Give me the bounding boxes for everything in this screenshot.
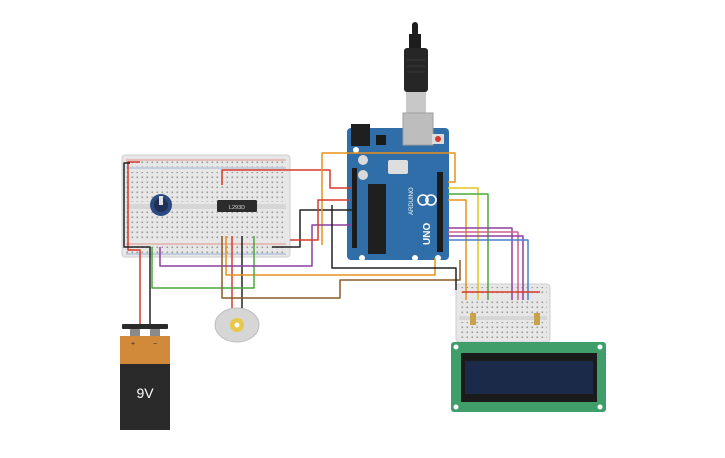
battery-plus: + — [131, 341, 135, 348]
wire-red-2[interactable] — [290, 199, 350, 241]
arduino-model-label: UNO — [422, 223, 433, 245]
wire-orange-2[interactable] — [321, 152, 456, 245]
driver-chip[interactable]: L293D — [217, 200, 257, 212]
wire-red-power[interactable] — [221, 169, 352, 189]
wire-orange-3[interactable] — [448, 199, 467, 300]
arduino-uno[interactable]: ARDUINO UNO — [347, 22, 449, 261]
wires — [123, 152, 540, 324]
battery-label: 9V — [136, 385, 154, 401]
battery-minus: − — [153, 341, 157, 348]
wire-purple-2[interactable] — [448, 227, 513, 300]
lcd-breadboard[interactable] — [455, 283, 551, 343]
wire-purple-3[interactable] — [448, 235, 524, 300]
lcd-display[interactable] — [451, 342, 606, 412]
wire-pink[interactable] — [448, 231, 519, 300]
wire-battery-black[interactable] — [123, 162, 151, 324]
wire-battery-red[interactable] — [127, 161, 141, 324]
wire-black-gnd[interactable] — [272, 209, 352, 248]
wire-orange-1[interactable] — [225, 236, 436, 276]
arduino-brand-label: ARDUINO — [409, 187, 415, 215]
potentiometer[interactable] — [150, 194, 172, 216]
wire-brown[interactable] — [221, 236, 461, 299]
battery-9v[interactable]: + − 9V — [120, 324, 170, 430]
driver-chip-label: L293D — [229, 205, 245, 211]
usb-cable[interactable] — [404, 22, 428, 114]
wire-green-2[interactable] — [448, 193, 489, 300]
main-breadboard[interactable] — [121, 154, 291, 258]
wire-purple[interactable] — [159, 224, 352, 267]
wire-black-2[interactable] — [331, 205, 457, 290]
dc-motor[interactable] — [214, 307, 260, 343]
wire-yellow[interactable] — [448, 187, 479, 300]
wire-green[interactable] — [151, 236, 255, 289]
wire-blue[interactable] — [448, 239, 529, 300]
